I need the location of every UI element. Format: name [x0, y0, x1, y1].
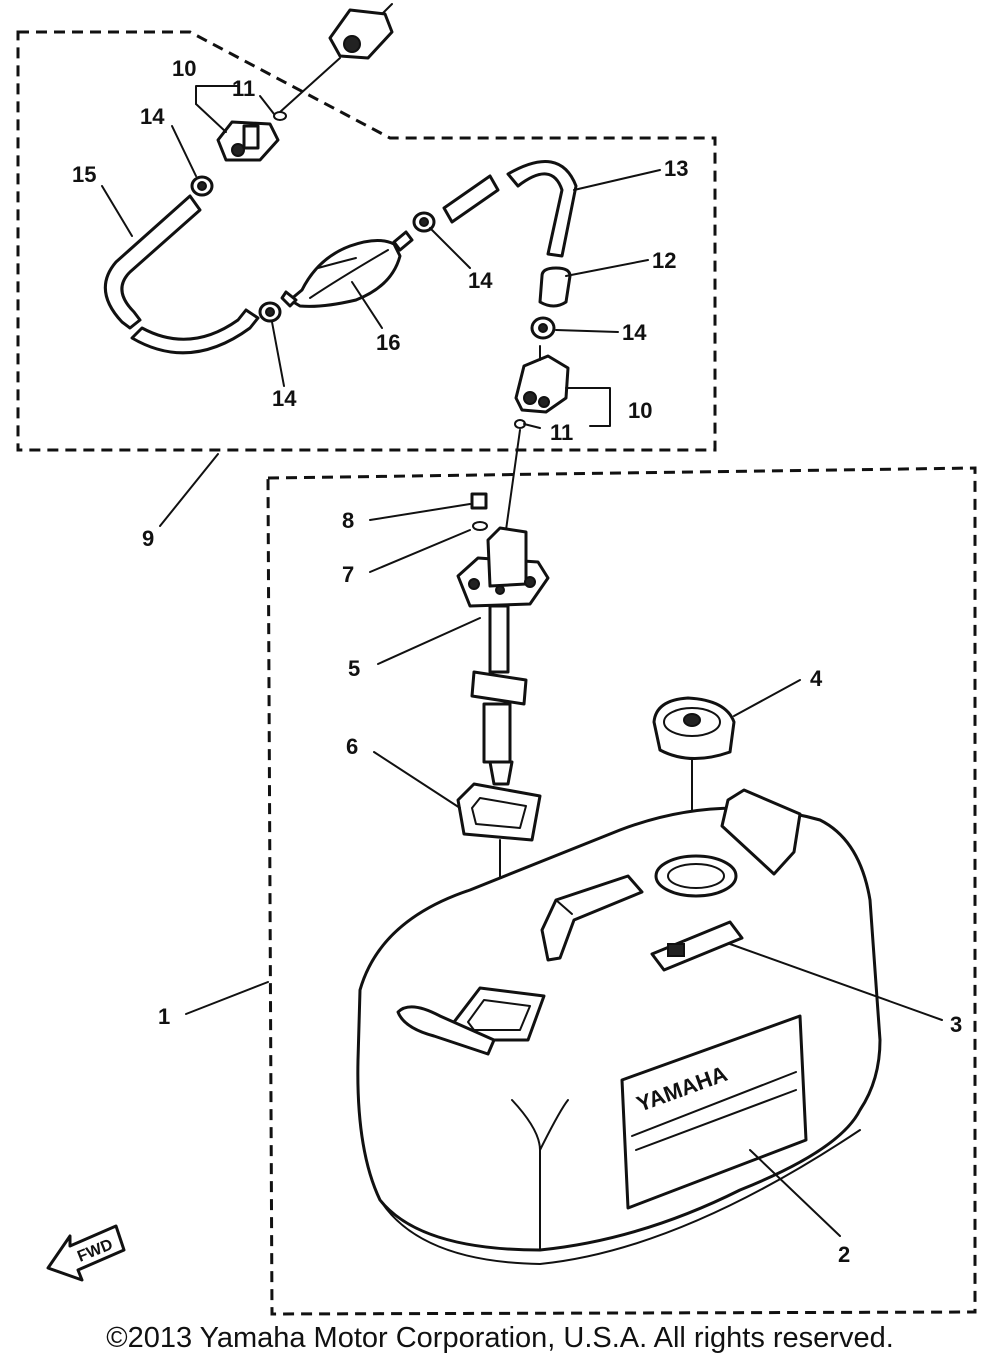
callout-2: 2 — [838, 1242, 850, 1267]
fuel-gauge-pickup-icon — [456, 526, 550, 786]
callout-15: 15 — [72, 162, 96, 187]
callout-16: 16 — [376, 330, 400, 355]
hose-clamp-icon — [190, 175, 214, 197]
fwd-arrow-icon: FWD — [46, 1224, 126, 1282]
callout-9: 9 — [142, 526, 154, 551]
callout-lines — [101, 85, 661, 527]
callout-7: 7 — [342, 562, 354, 587]
engine-connector-icon — [279, 3, 394, 113]
hose-fitting-icon — [538, 266, 572, 308]
callout-10-lower: 10 — [628, 398, 652, 423]
bolt-icon — [470, 492, 488, 510]
callout-11-upper: 11 — [232, 76, 255, 101]
hose-clamp-icon — [530, 316, 556, 340]
callout-14-upper-left: 14 — [140, 104, 165, 129]
callout-4: 4 — [810, 666, 823, 691]
upper-hose-connector-icon — [216, 111, 287, 162]
gasket-icon — [456, 782, 542, 842]
callout-5: 5 — [348, 656, 360, 681]
lower-hose-connector-icon — [514, 345, 570, 429]
hose-clamp-icon — [258, 301, 282, 323]
tank-group-boundary — [266, 466, 977, 1316]
fuel-tank-icon: YAMAHA — [356, 788, 882, 1265]
callout-8: 8 — [342, 508, 354, 533]
callout-14-lower-left: 14 — [272, 386, 297, 411]
callout-13: 13 — [664, 156, 688, 181]
callout-11-lower: 11 — [550, 420, 573, 445]
callout-14-mid: 14 — [468, 268, 493, 293]
fuel-hose-short-icon — [442, 174, 500, 224]
copyright-notice: ©2013 Yamaha Motor Corporation, U.S.A. A… — [106, 1322, 894, 1354]
callout-6: 6 — [346, 734, 358, 759]
fuel-hose-left-icon — [103, 194, 260, 355]
hose-assembly-boundary — [16, 30, 717, 452]
callout-1: 1 — [158, 1004, 170, 1029]
hose-clamp-icon — [412, 211, 436, 233]
callout-3: 3 — [950, 1012, 962, 1037]
fuel-hose-right-icon — [506, 160, 578, 258]
tank-cap-icon — [652, 696, 736, 761]
primer-bulb-icon — [280, 230, 414, 308]
callout-lines — [185, 503, 943, 1237]
callout-10-upper: 10 — [172, 56, 196, 81]
washer-icon — [472, 521, 488, 531]
callout-12: 12 — [652, 248, 676, 273]
callout-14-right: 14 — [622, 320, 647, 345]
